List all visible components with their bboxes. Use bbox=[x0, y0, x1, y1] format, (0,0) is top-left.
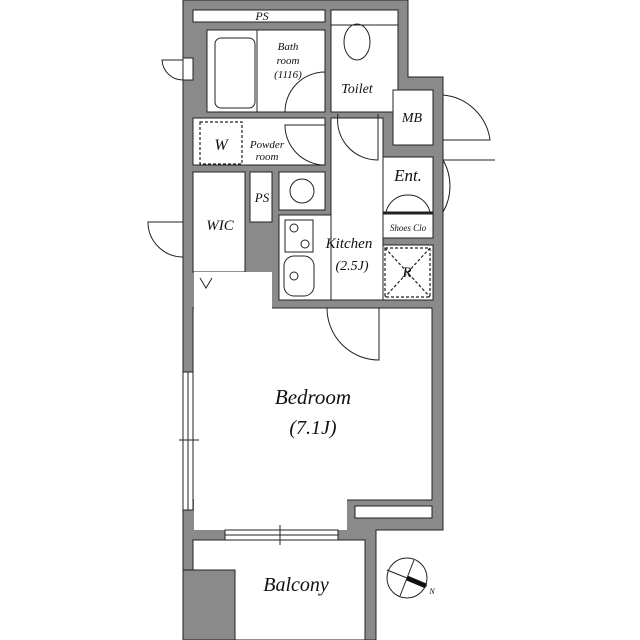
label-kitchen-size: (2.5J) bbox=[335, 259, 368, 274]
bath-vent bbox=[161, 59, 184, 81]
label-fridge: R bbox=[401, 265, 411, 281]
bedroom-door[interactable] bbox=[326, 307, 380, 361]
powder-door[interactable] bbox=[284, 124, 326, 166]
entrance-door[interactable] bbox=[442, 159, 451, 213]
shoe-closet bbox=[382, 213, 434, 239]
wic-door-marker bbox=[199, 277, 213, 289]
label-powder-1: Powder bbox=[249, 139, 285, 151]
walk-in-closet bbox=[192, 171, 246, 273]
bedroom bbox=[192, 307, 433, 501]
kitchen-hall bbox=[330, 117, 384, 301]
label-powder-2: room bbox=[256, 151, 279, 163]
label-ps-small: PS bbox=[254, 190, 270, 205]
label-kitchen: Kitchen bbox=[325, 236, 373, 252]
label-washer: W bbox=[214, 137, 229, 154]
balcony-outdoor-unit bbox=[182, 569, 236, 640]
toilet-icon bbox=[343, 23, 371, 61]
entrance bbox=[382, 156, 434, 214]
sink-area bbox=[278, 171, 326, 211]
bathroom bbox=[206, 29, 326, 113]
fridge-cross bbox=[384, 247, 431, 298]
label-bath-2: room bbox=[277, 55, 300, 67]
compass-icon: N bbox=[386, 557, 435, 599]
label-ps-top: PS bbox=[254, 9, 268, 23]
label-mb: MB bbox=[401, 111, 423, 126]
pipe-space-top bbox=[192, 9, 326, 23]
powder-room bbox=[192, 117, 326, 166]
bath-door[interactable] bbox=[284, 71, 326, 113]
kitchen-counter-area bbox=[278, 214, 332, 301]
label-shoes: Shoes Clo bbox=[390, 223, 427, 233]
stove-icon bbox=[284, 219, 314, 253]
compass-north-label: N bbox=[428, 587, 435, 596]
side-window bbox=[354, 505, 433, 519]
label-balcony: Balcony bbox=[263, 574, 329, 596]
label-bedroom: Bedroom bbox=[275, 385, 351, 409]
shoe-closet-doors[interactable] bbox=[385, 194, 431, 213]
bedroom-nook bbox=[194, 272, 272, 309]
label-entrance: Ent. bbox=[393, 166, 422, 185]
meter-box bbox=[392, 89, 434, 146]
pipe-space-small bbox=[249, 171, 273, 223]
mb-door[interactable] bbox=[442, 94, 491, 141]
bathtub-icon bbox=[214, 37, 256, 109]
label-bath-1: Bath bbox=[278, 41, 299, 53]
label-toilet: Toilet bbox=[341, 82, 373, 97]
kitchen-sink-icon bbox=[283, 255, 315, 297]
washer-space bbox=[199, 121, 243, 165]
label-bath-3: (1116) bbox=[274, 69, 302, 81]
label-bedroom-size: (7.1J) bbox=[289, 417, 337, 439]
wic-window-door bbox=[147, 221, 184, 258]
bedroom-lower bbox=[194, 499, 347, 530]
washbasin-icon bbox=[289, 178, 315, 204]
toilet-door[interactable] bbox=[337, 113, 379, 161]
label-wic: WIC bbox=[206, 218, 234, 234]
bath-window bbox=[182, 57, 194, 81]
